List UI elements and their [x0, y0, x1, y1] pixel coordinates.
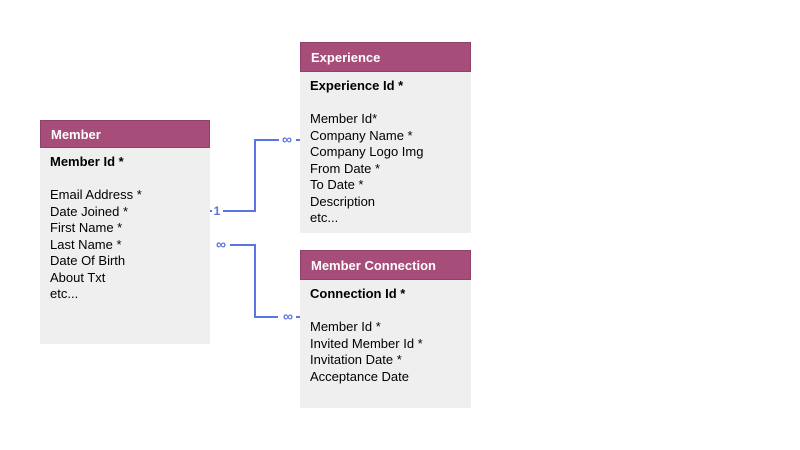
entity-member-title: Member [51, 126, 101, 142]
entity-field: Email Address * [50, 187, 142, 202]
cardinality-label-many: ∞ [216, 236, 226, 252]
entity-member-connection-fields: Member Id *Invited Member Id *Invitation… [310, 319, 461, 385]
entity-field: Acceptance Date [310, 368, 410, 384]
entity-field: Member Id * [310, 319, 381, 334]
connector-elbow-line [230, 244, 278, 318]
entity-member-fields: Email Address *Date Joined *First Name *… [50, 187, 200, 303]
cardinality-label-many: ∞ [282, 131, 292, 147]
cardinality-label-one: 1 [214, 204, 221, 218]
entity-experience[interactable]: Experience Experience Id * Member Id*Com… [300, 42, 471, 233]
entity-member[interactable]: Member Member Id * Email Address *Date J… [40, 120, 210, 344]
entity-field: First Name * [50, 220, 123, 235]
entity-member-connection[interactable]: Member Connection Connection Id * Member… [300, 250, 471, 408]
entity-experience-title: Experience [311, 49, 381, 65]
entity-field: Company Logo Img [310, 144, 424, 159]
entity-experience-fields: Member Id*Company Name *Company Logo Img… [310, 111, 461, 227]
entity-member-connection-key-field: Connection Id * [310, 286, 406, 301]
entity-member-connection-title: Member Connection [311, 257, 436, 273]
connector-member-memberconnection[interactable]: ∞ ∞ [204, 236, 300, 324]
entity-field: From Date * [310, 160, 381, 176]
entity-field: etc... [310, 210, 339, 225]
entity-field: Member Id* [310, 111, 378, 126]
entity-member-body: Member Id * Email Address *Date Joined *… [40, 148, 210, 344]
entity-field: Date Joined * [50, 203, 129, 219]
entity-field: Description [310, 193, 376, 209]
entity-experience-body: Experience Id * Member Id*Company Name *… [300, 72, 471, 233]
connector-member-experience[interactable]: 1 ∞ [207, 131, 300, 218]
entity-field: Date Of Birth [50, 253, 126, 268]
cardinality-label-many: ∞ [283, 308, 293, 324]
entity-member-connection-body: Connection Id * Member Id *Invited Membe… [300, 280, 471, 408]
entity-member-header: Member [40, 120, 210, 148]
entity-field: Invitation Date * [310, 352, 402, 367]
entity-field: Company Name * [310, 127, 413, 143]
entity-field: etc... [50, 286, 79, 301]
entity-field: About Txt [50, 269, 106, 285]
entity-field: Invited Member Id * [310, 335, 423, 351]
entity-field: To Date * [310, 177, 364, 192]
entity-member-connection-header: Member Connection [300, 250, 471, 280]
entity-experience-key-field: Experience Id * [310, 78, 404, 93]
entity-experience-header: Experience [300, 42, 471, 72]
entity-member-key-field: Member Id * [50, 154, 124, 169]
entity-field: Last Name * [50, 236, 122, 252]
connector-elbow-line [223, 139, 279, 212]
